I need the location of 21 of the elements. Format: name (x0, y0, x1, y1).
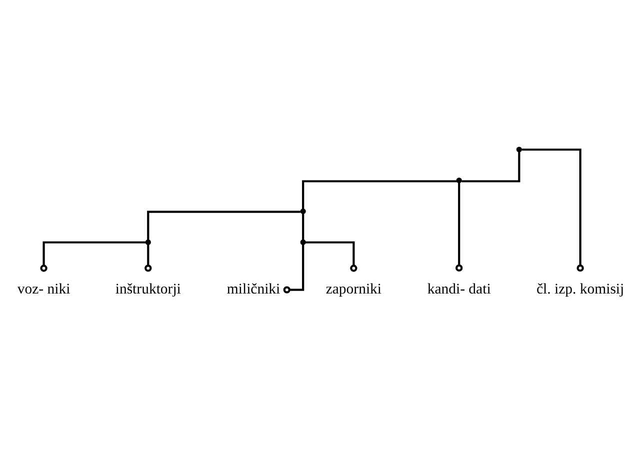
node-text: zaporniki (326, 281, 382, 298)
node-text: čl. izp. komisij (536, 281, 624, 298)
connector (147, 210, 300, 240)
node-point (300, 238, 306, 245)
connector (302, 180, 457, 208)
connector (522, 148, 584, 272)
node-text: voz- niki (17, 281, 70, 298)
connector (40, 240, 146, 272)
node-text: inštruktorji (115, 281, 181, 298)
connector (283, 244, 304, 293)
connector (306, 240, 358, 272)
node-text: kandi- dati (427, 281, 491, 298)
node-text: miličniki (226, 281, 280, 298)
connector (302, 213, 304, 240)
connector (144, 244, 152, 272)
node-point (456, 177, 462, 183)
node-point (300, 208, 306, 214)
node-point (516, 146, 522, 152)
connector (456, 182, 463, 272)
connector (462, 151, 520, 182)
node-point (145, 238, 151, 245)
